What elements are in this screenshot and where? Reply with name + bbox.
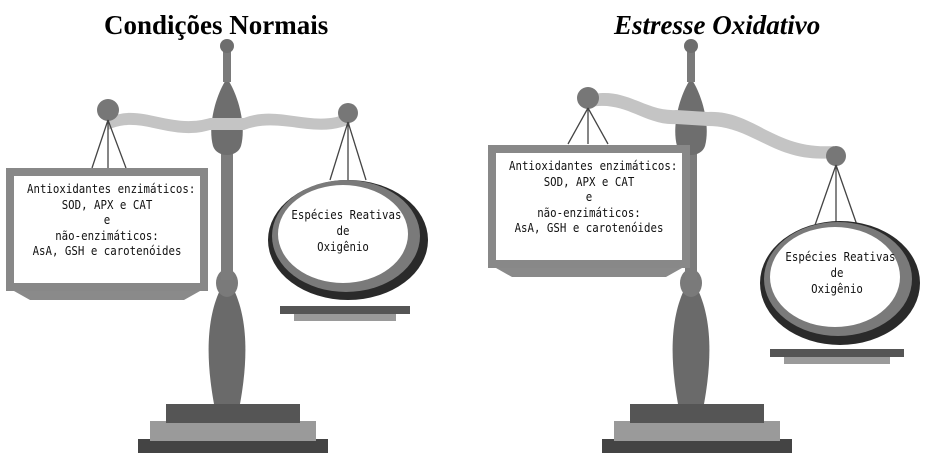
- scale-base-bottom: [602, 439, 792, 453]
- antioxidant-line: não-enzimáticos:: [55, 227, 159, 243]
- scale-base-top: [630, 404, 764, 423]
- antioxidant-box-tray: [14, 291, 200, 300]
- scale-top-ball: [684, 39, 698, 53]
- panel-oxidative-stress: Estresse Oxidativo: [464, 0, 927, 453]
- antioxidant-label: Antioxidantes enzimáticos: SOD, APX e CA…: [27, 181, 196, 259]
- left-hanger-ball: [97, 99, 119, 121]
- balance-scale: [488, 39, 920, 453]
- antioxidant-label: Antioxidantes enzimáticos: SOD, APX e CA…: [509, 158, 678, 236]
- antioxidant-box: [496, 153, 682, 260]
- ros-tray: [280, 306, 410, 314]
- ros-label: Espécies Reativas de Oxigênio: [291, 207, 402, 255]
- scale-base-middle: [614, 421, 780, 441]
- antioxidant-box: [14, 176, 200, 283]
- scale-base-top: [166, 404, 300, 423]
- ros-label: Espécies Reativas de Oxigênio: [785, 249, 896, 297]
- panel-title: Estresse Oxidativo: [614, 10, 821, 40]
- scale-base-middle: [150, 421, 316, 441]
- scale-column: [221, 150, 233, 280]
- scale-neck: [687, 50, 695, 82]
- balance-scale: [6, 39, 428, 453]
- ros-line: Oxigênio: [317, 239, 369, 254]
- panel-normal-conditions: Condições Normais: [0, 0, 463, 453]
- antioxidant-line: e: [585, 189, 593, 204]
- antioxidant-line: e: [103, 212, 111, 227]
- ros-line: Oxigênio: [811, 281, 863, 296]
- ros-disc: [278, 185, 408, 283]
- ros-tray: [770, 349, 904, 357]
- scale-bulb: [211, 78, 243, 155]
- left-hanger-ball: [577, 87, 599, 109]
- antioxidant-line: Antioxidantes enzimáticos:: [509, 158, 678, 173]
- scale-base-bottom: [138, 439, 328, 453]
- ros-line: Espécies Reativas: [785, 249, 896, 264]
- ros-tray-bottom: [784, 357, 890, 364]
- scale-top-ball: [220, 39, 234, 53]
- antioxidant-box-tray: [496, 268, 682, 277]
- antioxidant-line: SOD, APX e CAT: [543, 173, 635, 189]
- ros-line: Espécies Reativas: [291, 207, 402, 222]
- panel-title: Condições Normais: [104, 10, 329, 40]
- ros-line: de: [830, 265, 844, 280]
- antioxidant-line: SOD, APX e CAT: [61, 196, 153, 212]
- scale-lower-column: [672, 290, 710, 404]
- scale-beam: [586, 92, 834, 159]
- right-hanger-ball: [338, 103, 358, 123]
- antioxidant-line: AsA, GSH e carotenóides: [514, 220, 664, 235]
- right-hanger-ball: [826, 146, 846, 166]
- ros-tray-bottom: [294, 314, 396, 321]
- antioxidant-line: não-enzimáticos:: [537, 204, 641, 220]
- ros-line: de: [336, 223, 350, 238]
- scale-beam: [108, 112, 350, 134]
- antioxidant-line: Antioxidantes enzimáticos:: [27, 181, 196, 196]
- antioxidant-line: AsA, GSH e carotenóides: [32, 243, 182, 258]
- ros-disc: [770, 227, 900, 327]
- scale-neck: [223, 50, 231, 82]
- scale-lower-column: [208, 290, 246, 404]
